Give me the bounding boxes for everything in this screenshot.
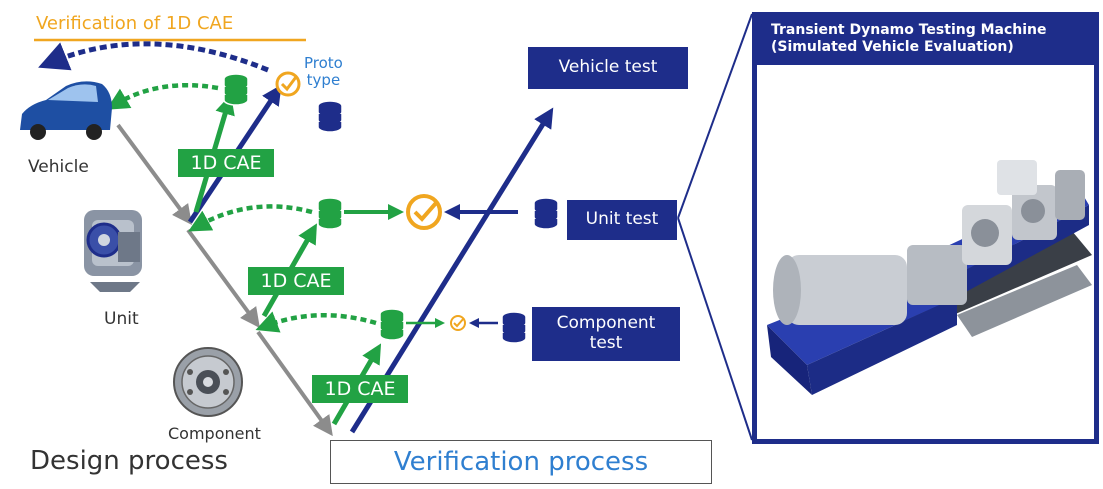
verification-of-1d-cae-label: Verification of 1D CAE bbox=[36, 13, 234, 34]
design-arrow-1 bbox=[116, 123, 192, 226]
database-icon bbox=[379, 308, 405, 341]
check-circle-icon bbox=[406, 194, 442, 230]
prototype-label-line1: Proto bbox=[304, 54, 343, 72]
component-test-box: Component test bbox=[532, 307, 680, 361]
verification-process-label: Verification process bbox=[393, 447, 649, 477]
verification-process-box: Verification process bbox=[330, 440, 712, 484]
design-arrow-2 bbox=[186, 228, 260, 329]
feedback-arrow-unit bbox=[188, 204, 313, 232]
vehicle-test-box: Vehicle test bbox=[528, 47, 688, 89]
unit-test-box: Unit test bbox=[567, 200, 677, 240]
prototype-label: Proto type bbox=[304, 54, 343, 90]
panel-title: Transient Dynamo Testing Machine (Simula… bbox=[757, 17, 1094, 65]
feedback-arrow-vehicle bbox=[106, 82, 219, 110]
cae-label: 1D CAE bbox=[312, 375, 408, 403]
clutch-component-icon bbox=[173, 347, 243, 417]
component-label: Component bbox=[168, 424, 261, 443]
unit-gearbox-icon bbox=[84, 210, 142, 292]
unit-label: Unit bbox=[104, 309, 139, 329]
cae-label: 1D CAE bbox=[248, 267, 344, 295]
verification-feedback-arrow bbox=[38, 41, 269, 73]
database-icon bbox=[223, 73, 249, 106]
check-circle-icon bbox=[275, 71, 301, 97]
database-icon bbox=[533, 197, 559, 230]
prototype-label-line2: type bbox=[306, 71, 341, 90]
database-icon bbox=[317, 197, 343, 230]
feedback-arrow-component bbox=[255, 311, 377, 333]
panel-title-line1: Transient Dynamo Testing Machine bbox=[771, 22, 1047, 38]
car-icon bbox=[20, 81, 112, 140]
design-arrow-3 bbox=[256, 330, 333, 437]
panel-title-line2: (Simulated Vehicle Evaluation) bbox=[771, 38, 1014, 55]
dynamo-machine-image bbox=[757, 65, 1094, 439]
design-process-label: Design process bbox=[30, 446, 228, 476]
panel-connector-bottom bbox=[677, 217, 753, 441]
cae-label: 1D CAE bbox=[178, 149, 274, 177]
database-icon bbox=[501, 311, 527, 344]
dynamo-machine-panel: Transient Dynamo Testing Machine (Simula… bbox=[752, 12, 1099, 444]
component-test-line1: Component bbox=[556, 313, 656, 334]
check-circle-icon bbox=[450, 315, 466, 331]
vehicle-label: Vehicle bbox=[28, 157, 89, 177]
database-icon bbox=[317, 100, 343, 133]
panel-connector-top bbox=[677, 13, 753, 219]
component-test-line2: test bbox=[589, 333, 623, 353]
